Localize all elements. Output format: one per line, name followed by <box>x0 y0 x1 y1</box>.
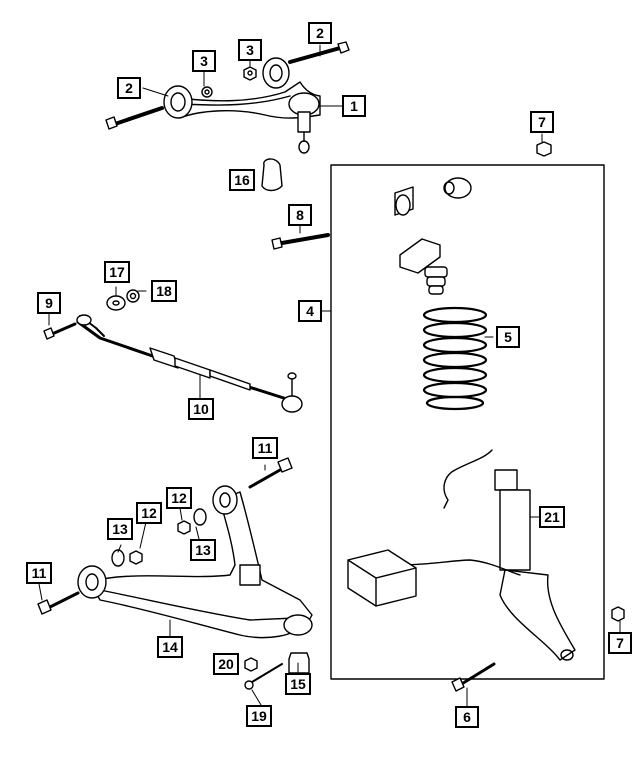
jounce-bumper <box>424 266 448 295</box>
leader-lines <box>38 44 621 707</box>
bolt-9 <box>43 322 77 340</box>
callout-2-rear-bolt[interactable]: 2 <box>117 77 141 99</box>
callout-9-bolt[interactable]: 9 <box>37 292 61 314</box>
nut-20 <box>244 657 258 672</box>
callout-16-boot[interactable]: 16 <box>229 169 255 191</box>
callout-18-nut[interactable]: 18 <box>151 280 177 302</box>
shock-absorber <box>494 469 576 661</box>
bolt-11-upper <box>248 457 293 489</box>
callout-13-front[interactable]: 13 <box>190 539 216 561</box>
callout-2-front-bolt[interactable]: 2 <box>308 22 332 44</box>
callout-19-cotter-pin[interactable]: 19 <box>246 705 272 727</box>
upper-control-arm <box>163 57 321 154</box>
harness-wire <box>397 559 521 576</box>
upper-arm-nut-rear <box>201 86 213 98</box>
cotter-pin-19 <box>244 663 283 690</box>
callout-7-right-nut[interactable]: 7 <box>608 632 632 654</box>
callout-15-bushing[interactable]: 15 <box>285 673 311 695</box>
callout-1-upper-arm[interactable]: 1 <box>342 95 366 117</box>
callout-3-front-nut[interactable]: 3 <box>238 39 262 61</box>
lower-control-arm <box>77 485 313 639</box>
bolt-11-lower <box>37 591 80 615</box>
callout-20-nut[interactable]: 20 <box>213 653 239 675</box>
callout-13-rear[interactable]: 13 <box>107 518 133 540</box>
callout-12-rear[interactable]: 12 <box>136 502 162 524</box>
bolt-8 <box>271 233 330 250</box>
sensor-wire <box>443 449 493 509</box>
callout-11-upper-bolt[interactable]: 11 <box>252 437 278 459</box>
nut-18 <box>126 289 140 303</box>
damping-module <box>347 549 417 607</box>
tie-rod-assembly <box>76 314 303 413</box>
callout-3-rear-nut[interactable]: 3 <box>192 50 216 72</box>
washer-17 <box>106 295 126 311</box>
callout-12-front[interactable]: 12 <box>166 487 192 509</box>
callout-11-lower-bolt[interactable]: 11 <box>26 562 52 584</box>
upper-mount-bushing-right <box>443 177 472 199</box>
lower-arm-nut-front <box>177 520 191 535</box>
nut-7-top <box>536 141 552 157</box>
upper-arm-bolt-rear <box>105 106 164 130</box>
callout-4-shock-assembly[interactable]: 4 <box>298 300 322 322</box>
ball-joint-boot <box>261 158 283 192</box>
upper-mount-bushing-left <box>394 186 414 216</box>
coil-spring <box>422 306 488 411</box>
callout-14-lower-arm[interactable]: 14 <box>157 636 183 658</box>
upper-arm-bolt-front <box>288 41 350 64</box>
spring-seat <box>399 238 441 274</box>
callout-17-washer[interactable]: 17 <box>104 261 130 283</box>
lower-arm-nut-rear <box>129 550 143 565</box>
callout-5-coil-spring[interactable]: 5 <box>496 326 520 348</box>
bushing-15 <box>288 652 310 674</box>
callout-7-top-nut[interactable]: 7 <box>530 111 554 133</box>
callout-8-bolt[interactable]: 8 <box>288 204 312 226</box>
callout-21-shock[interactable]: 21 <box>539 506 565 528</box>
lower-arm-washer-rear <box>111 549 125 567</box>
callout-6-bolt[interactable]: 6 <box>455 706 479 728</box>
callout-10-tie-rod[interactable]: 10 <box>188 398 214 420</box>
upper-arm-nut-front <box>243 66 257 81</box>
nut-7-right <box>611 606 625 622</box>
bolt-6 <box>451 662 496 692</box>
lower-arm-washer-front <box>193 508 207 526</box>
